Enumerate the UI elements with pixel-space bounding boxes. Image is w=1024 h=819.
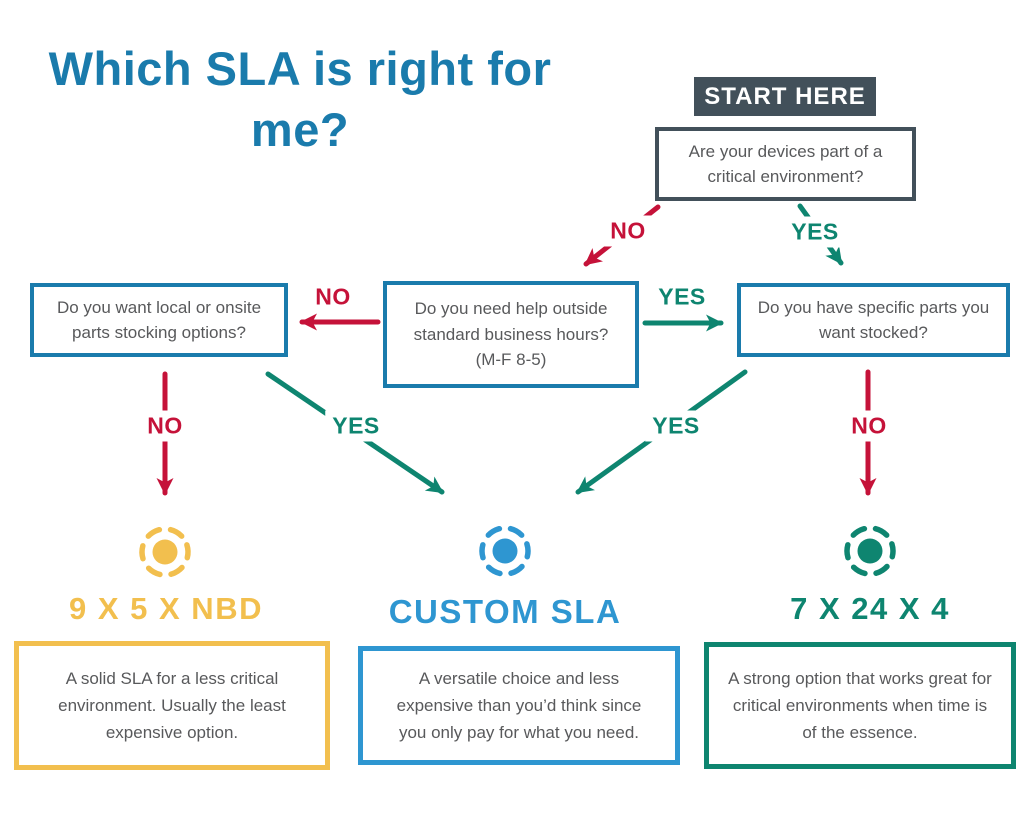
question-specific-parts-text: Do you have specific parts you want stoc… — [757, 297, 990, 343]
outcome-title-7x24x4: 7 X 24 X 4 — [790, 591, 950, 626]
outcome-description-custom-sla-text: A versatile choice and less expensive th… — [396, 668, 642, 743]
label-yes-top: YES — [784, 216, 846, 248]
target-icon-7x24x4 — [844, 525, 896, 577]
question-critical-environment-text: Are your devices part of a critical envi… — [688, 141, 883, 187]
label-no-left-row: NO — [308, 281, 358, 313]
label-no-left-down: NO — [140, 410, 190, 442]
outcome-title-custom-sla: CUSTOM SLA — [388, 593, 622, 630]
question-parts-stocking: Do you want local or onsite parts stocki… — [30, 283, 288, 357]
question-parts-stocking-text: Do you want local or onsite parts stocki… — [56, 297, 262, 343]
outcome-description-9x5xnbd-text: A solid SLA for a less critical environm… — [58, 668, 286, 743]
outcome-description-7x24x4: A strong option that works great for cri… — [704, 642, 1016, 769]
page-title: Which SLA is right for me? — [48, 42, 552, 157]
question-business-hours: Do you need help outside standard busine… — [383, 281, 639, 388]
start-here-badge: START HERE — [694, 77, 876, 116]
label-yes-left-diag: YES — [325, 410, 387, 442]
label-yes-right-diag: YES — [645, 410, 707, 442]
label-no-right-down: NO — [844, 410, 894, 442]
target-icon-9x5xnbd — [139, 526, 191, 578]
question-business-hours-text: Do you need help outside standard busine… — [413, 299, 609, 370]
question-specific-parts: Do you have specific parts you want stoc… — [737, 283, 1010, 357]
target-icon-custom-sla — [479, 525, 531, 577]
question-critical-environment: Are your devices part of a critical envi… — [655, 127, 916, 201]
label-no-top: NO — [603, 215, 653, 247]
outcome-description-7x24x4-text: A strong option that works great for cri… — [728, 668, 992, 743]
outcome-description-9x5xnbd: A solid SLA for a less critical environm… — [14, 641, 330, 770]
outcome-title-9x5xnbd: 9 X 5 X NBD — [69, 591, 263, 626]
label-yes-right-row: YES — [651, 281, 713, 313]
outcome-description-custom-sla: A versatile choice and less expensive th… — [358, 646, 680, 765]
